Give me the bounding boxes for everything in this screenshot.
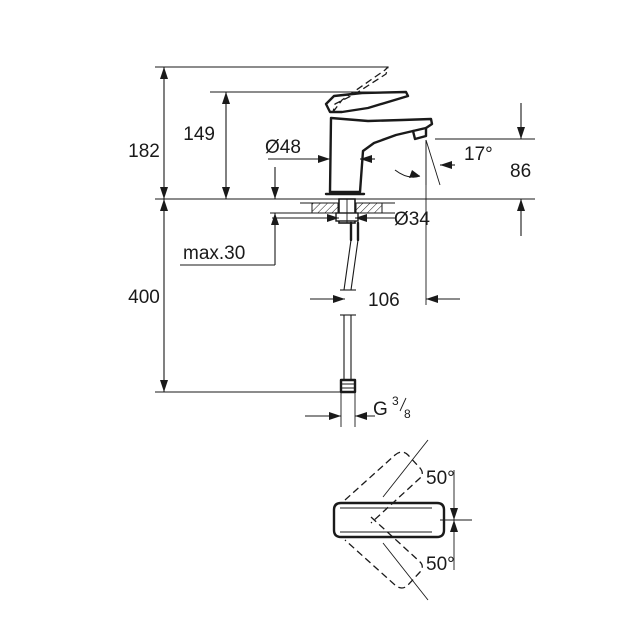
dim-thread-letter: G xyxy=(373,399,388,420)
dim-hole-diameter: Ø34 xyxy=(272,209,430,230)
dim-body-diameter: Ø48 xyxy=(265,137,375,163)
lever-top-inner xyxy=(340,507,432,533)
washer-left xyxy=(311,202,339,214)
aerator xyxy=(411,126,428,141)
mounting-hardware xyxy=(300,198,395,224)
faucet-top-view: 50° 50° xyxy=(332,439,472,601)
dim-body-diameter-label: Ø48 xyxy=(265,137,301,158)
dim-hose-length: 400 xyxy=(128,199,341,393)
faucet-body xyxy=(328,116,434,194)
faucet-side-view xyxy=(324,66,434,196)
dim-spout-height: 149 xyxy=(183,91,406,199)
hose-fitting xyxy=(339,378,357,394)
dim-lever-angle-up-label: 50° xyxy=(426,468,455,489)
lever-rotated-down-outline xyxy=(344,516,423,589)
lever xyxy=(324,90,410,114)
dim-max-deck-thickness: max.30 xyxy=(180,167,300,266)
dim-hole-diameter-label: Ø34 xyxy=(394,209,430,230)
dim-max-deck-thickness-label: max.30 xyxy=(183,243,245,264)
dim-thread-numerator: 3 xyxy=(392,394,399,408)
hose-upper xyxy=(343,239,359,291)
dim-spout-angle: 17° xyxy=(394,139,493,186)
dim-spout-height-label: 149 xyxy=(183,124,215,145)
washer-right xyxy=(355,202,383,214)
lever-top-view xyxy=(332,501,446,539)
dim-spout-outlet-height: 86 xyxy=(435,103,535,236)
lever-rotated-up-outline xyxy=(344,451,423,524)
dim-spout-reach-label: 106 xyxy=(368,290,400,311)
hose-fitting-thread xyxy=(341,383,355,389)
dim-spout-angle-label: 17° xyxy=(464,144,493,165)
rotation-line-down xyxy=(382,542,429,601)
hose-coupling xyxy=(349,221,360,242)
dim-thread-size: G 3 8 xyxy=(305,392,411,427)
dim-spout-outlet-height-label: 86 xyxy=(510,161,531,182)
dim-thread-denominator: 8 xyxy=(404,407,411,421)
dim-lever-angle-down-label: 50° xyxy=(426,554,455,575)
dim-total-height-label: 182 xyxy=(128,141,160,162)
rotation-line-up xyxy=(382,439,429,498)
dim-hose-length-label: 400 xyxy=(128,287,160,308)
hose-lower xyxy=(343,315,352,380)
supply-hose xyxy=(339,221,360,394)
dim-spout-reach: 106 xyxy=(310,140,460,311)
dim-total-height: 182 xyxy=(128,66,388,199)
